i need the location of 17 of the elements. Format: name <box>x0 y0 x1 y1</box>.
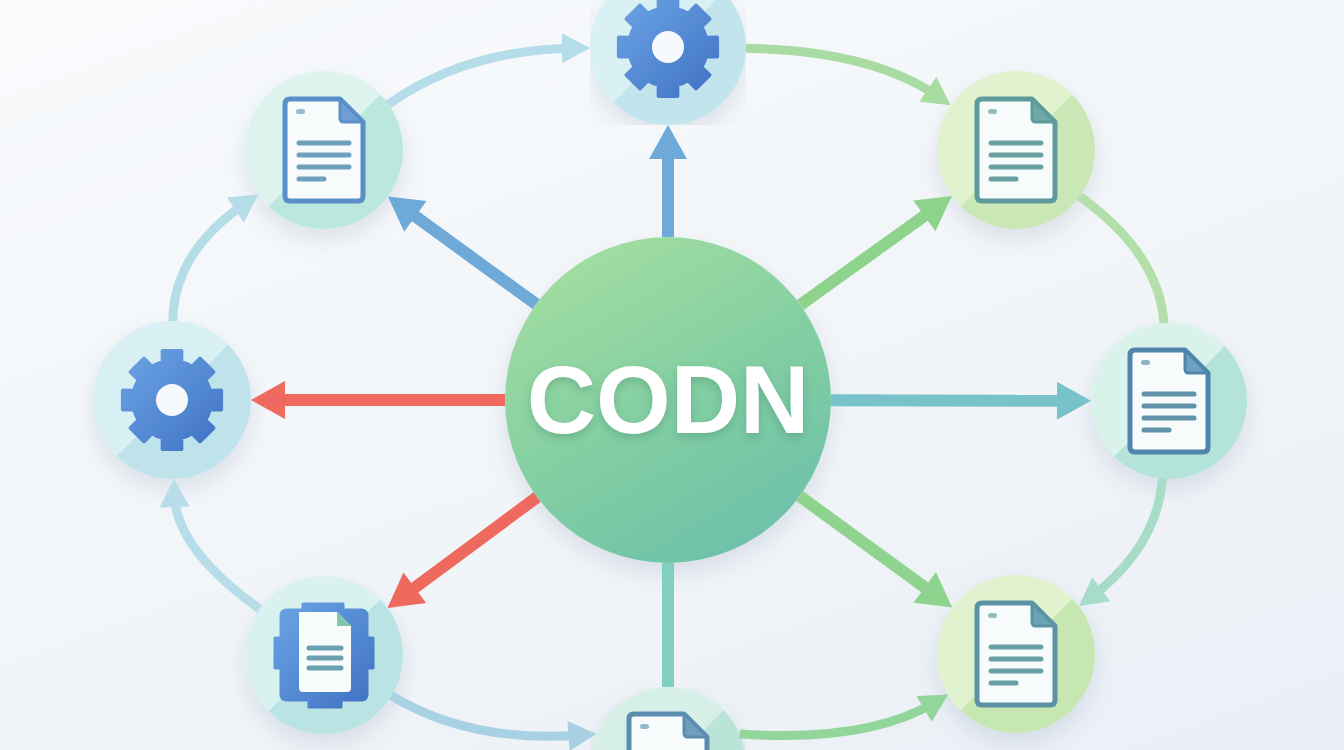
arrow <box>739 695 949 741</box>
arrow <box>389 691 597 750</box>
arrow <box>160 479 263 613</box>
arrow <box>1079 478 1167 607</box>
arrow <box>251 381 505 419</box>
arrow <box>386 33 590 109</box>
arrow <box>168 193 259 322</box>
connector-line <box>662 563 674 687</box>
arrow <box>387 196 540 310</box>
connector-line <box>1077 192 1169 324</box>
arrow <box>796 491 953 608</box>
arrow <box>745 43 952 105</box>
arrow <box>796 196 952 310</box>
arrow <box>387 492 541 608</box>
node-label: CODN <box>526 352 810 448</box>
arrow <box>649 125 687 237</box>
arrow <box>830 381 1091 420</box>
